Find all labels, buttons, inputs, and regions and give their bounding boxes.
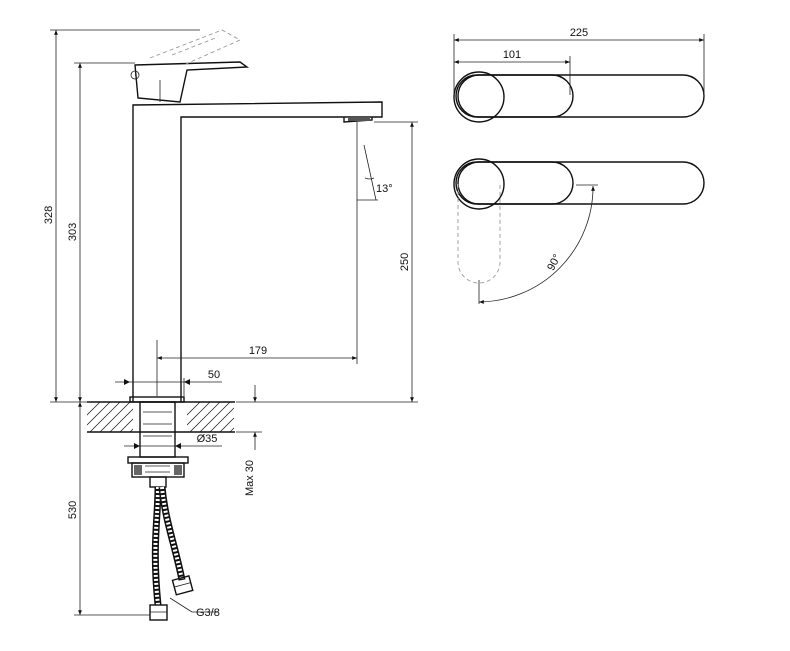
hose-length-label: 530 [67, 501, 79, 519]
counter-thickness-label: Max 30 [244, 460, 256, 496]
base-width-label: 50 [208, 369, 220, 381]
spout-reach-label: 179 [249, 345, 267, 357]
top-view-dimensions [453, 34, 705, 97]
mount-hole-label: Ø35 [197, 433, 218, 445]
overall-length-label: 225 [570, 27, 588, 39]
dimension-labels: 328 303 250 179 50 Ø35 Max 30 530 G3/8 1… [43, 27, 588, 619]
spout-height-label: 250 [399, 253, 411, 271]
faucet-top-view [453, 71, 705, 304]
flexible-hoses [149, 486, 194, 621]
countertop-section [87, 401, 235, 488]
handle-rotation-label: 90° [545, 252, 563, 272]
faucet-side-view [129, 29, 383, 403]
handle-length-label: 101 [503, 49, 521, 61]
spray-angle-label: 13° [376, 183, 393, 195]
side-view-dimensions [50, 29, 418, 616]
total-height-label: 328 [43, 206, 55, 224]
hose-thread-label: G3/8 [196, 607, 220, 619]
body-height-label: 303 [67, 223, 79, 241]
